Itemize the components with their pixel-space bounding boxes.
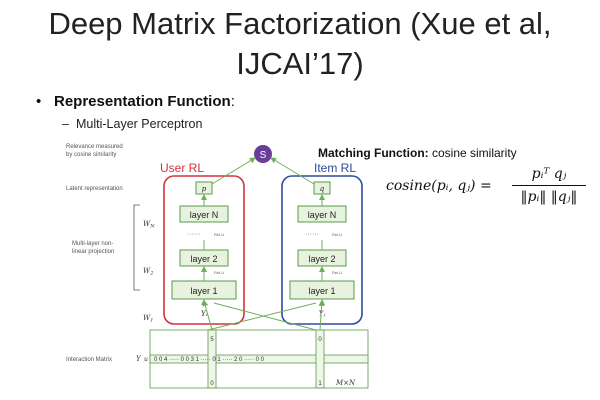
- sub-item-text: Multi-Layer Perceptron: [76, 117, 203, 131]
- sub-item-mlp: –Multi-Layer Perceptron: [62, 117, 202, 131]
- matrix-size-label: M×N: [335, 379, 356, 387]
- matching-bold: Matching Function:: [318, 146, 429, 160]
- score-label: S: [260, 150, 267, 161]
- user-relu-top: ReLU: [214, 232, 224, 237]
- user-to-score-arrow: [211, 157, 256, 185]
- item-rl-box: [281, 175, 363, 325]
- label-interaction-y: Y: [136, 355, 142, 363]
- label-latent: Latent representation: [66, 186, 123, 192]
- weight-w2: W2: [143, 267, 153, 277]
- weight-wn: WN: [143, 220, 155, 230]
- label-mlp-2: linear projection: [72, 249, 114, 255]
- slide-title: Deep Matrix Factorization (Xue et al, IJ…: [0, 4, 600, 84]
- cross-arrow-2: [213, 302, 317, 331]
- item-relu-bottom: ReLU: [332, 270, 342, 275]
- item-relu-top: ReLU: [332, 232, 342, 237]
- title-line-1: Deep Matrix Factorization (Xue et al,: [48, 6, 552, 41]
- bullet-bold-text: Representation Function: [54, 93, 231, 110]
- bullet-colon: :: [230, 93, 235, 110]
- matrix-col2-bottom: 1: [318, 381, 322, 387]
- title-line-2: IJCAI’17): [236, 46, 364, 81]
- user-relu-bottom: ReLU: [214, 270, 224, 275]
- item-layer-2-label: layer 2: [308, 254, 335, 264]
- label-relevance-1: Relevance measured: [66, 144, 123, 150]
- matrix-to-item-arrow: [318, 300, 325, 331]
- matrix-to-user-arrow: [202, 300, 213, 331]
- user-dots-icon: ······: [187, 231, 201, 238]
- label-interaction: Interaction Matrix: [66, 357, 112, 363]
- weight-w1: W1: [143, 314, 153, 324]
- item-layer-1-label: layer 1: [308, 286, 335, 296]
- cosine-formula: cosine(pᵢ, qⱼ) = pᵢᵀ qⱼ ‖pᵢ‖ ‖qⱼ‖: [386, 164, 586, 212]
- formula-numerator: pᵢᵀ qⱼ: [531, 166, 567, 182]
- bullet-dot-icon: •: [36, 93, 42, 110]
- item-dots-icon: ······: [305, 231, 319, 238]
- matrix-user-row: [149, 354, 369, 364]
- label-mlp-1: Multi-layer non-: [72, 241, 113, 247]
- user-input-label: Yᵢ: [201, 310, 208, 318]
- item-layer-n-label: layer N: [308, 210, 337, 220]
- user-layer-2-label: layer 2: [190, 254, 217, 264]
- item-latent-label: q: [320, 185, 325, 193]
- matching-rest: cosine similarity: [428, 146, 517, 160]
- item-input-label: Yⱼ: [319, 310, 326, 318]
- user-layer-n-label: layer N: [190, 210, 219, 220]
- matrix-row-values: 0 0 4 ····· 0 0 3 1 ····· 0 1 ····· 2 0 …: [154, 357, 265, 363]
- mlp-bracket: [133, 204, 140, 291]
- matching-function-label: Matching Function: cosine similarity: [318, 146, 517, 160]
- formula-denominator: ‖pᵢ‖ ‖qⱼ‖: [520, 189, 578, 205]
- matrix-col2-top: 0: [318, 337, 322, 343]
- score-node: [254, 145, 272, 163]
- user-layer-1-label: layer 1: [190, 286, 217, 296]
- bullet-representation-function: • Representation Function:: [36, 93, 235, 110]
- matrix-col1-bottom: 0: [210, 381, 214, 387]
- dash-icon: –: [62, 117, 69, 131]
- label-relevance-2: by cosine similarity: [66, 152, 116, 158]
- matrix-row-marker: u: [144, 356, 148, 363]
- item-to-score-arrow: [270, 157, 315, 185]
- cross-arrow-1: [207, 302, 317, 331]
- matrix-col1-top: 5: [210, 337, 214, 343]
- formula-fraction-bar: [512, 185, 586, 186]
- user-rl-title: User RL: [160, 161, 204, 175]
- user-latent-label: p: [202, 185, 207, 193]
- formula-lhs: cosine(pᵢ, qⱼ) =: [386, 178, 492, 194]
- item-rl-title: Item RL: [314, 161, 356, 175]
- user-rl-box: [163, 175, 245, 325]
